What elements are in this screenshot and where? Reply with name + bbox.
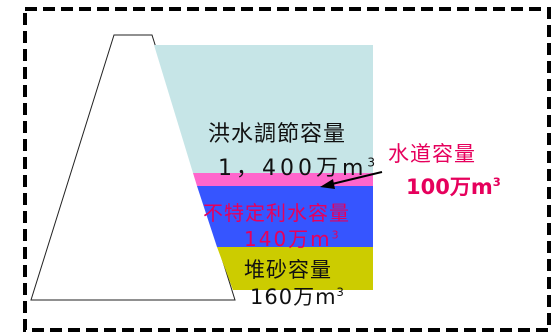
flood-control-label: 洪水調節容量 xyxy=(208,122,347,147)
sediment-value-main: 160万m xyxy=(250,285,337,309)
flood-control-value-unit-exponent: 3 xyxy=(367,155,380,170)
water-supply-value-main: 100万m xyxy=(406,175,493,199)
unspecified-water-label: 不特定利水容量 xyxy=(203,201,350,225)
flood-control-value: 1，400万m3 xyxy=(218,155,380,181)
unspecified-water-layer xyxy=(197,186,373,247)
water-supply-label: 水道容量 xyxy=(388,142,476,166)
sediment-value-unit-exponent: 3 xyxy=(336,285,345,299)
unspecified-water-value: 140万m3 xyxy=(244,229,341,249)
flood-control-value-main: 1，400万m xyxy=(218,156,368,181)
water-supply-arrow-head xyxy=(320,179,335,189)
dashed-frame xyxy=(23,7,551,332)
unspecified-water-value-main: 140万m xyxy=(244,227,332,251)
flood-control-layer xyxy=(154,45,373,173)
sediment-label: 堆砂容量 xyxy=(244,258,332,282)
water-supply-value-unit-exponent: 3 xyxy=(492,175,501,189)
dam-body xyxy=(30,34,236,301)
water-supply-value: 100万m3 xyxy=(406,175,501,199)
sediment-value: 160万m3 xyxy=(250,285,345,309)
sediment-layer xyxy=(217,247,373,290)
unspecified-water-value-unit-exponent: 3 xyxy=(331,228,341,242)
water-supply-arrow-shaft xyxy=(331,171,383,185)
